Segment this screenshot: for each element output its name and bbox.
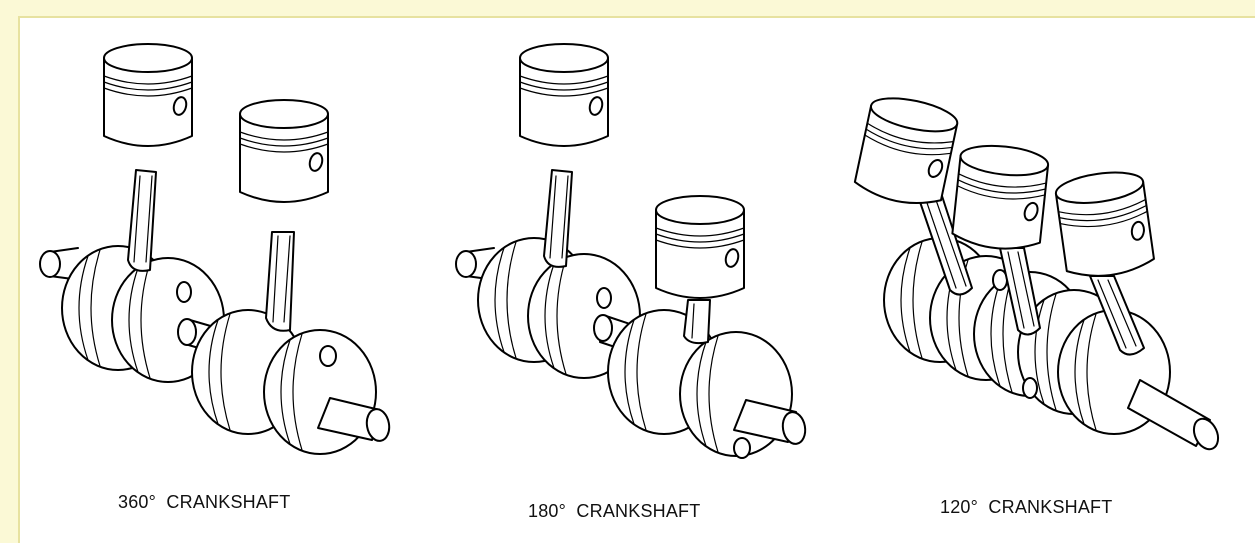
caption-360-crankshaft: 360° CRANKSHAFT [118,492,291,512]
crankshaft-180-drawing [455,43,807,459]
caption-180-crankshaft: 180° CRANKSHAFT [528,501,701,521]
caption-120-crankshaft: 120° CRANKSHAFT [940,497,1113,517]
crankshaft-360-drawing [39,43,391,455]
crankshaft-120-drawing [851,91,1220,451]
